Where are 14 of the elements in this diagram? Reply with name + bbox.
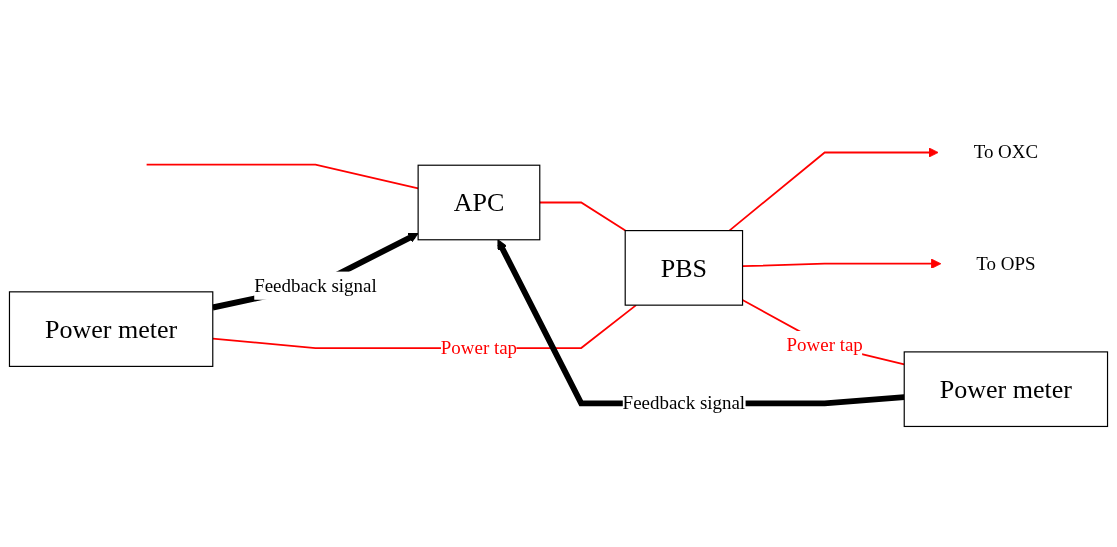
arrow [212,232,419,311]
node-box: Power meter [903,351,1109,428]
node-text: To OPS [976,253,1036,274]
node-box: PBS [624,230,744,306]
arrow [497,239,905,407]
node-box: APC [417,164,541,241]
edge-label: Power tap [786,334,863,355]
node-box: Power meter [8,291,214,367]
edge-label: Power tap [440,337,518,358]
arrow [728,147,939,232]
connector [145,163,419,190]
edge-label: Feedback signal [254,274,377,296]
edge-label: Feedback signal [622,392,746,413]
node-text: To OXC [973,141,1039,162]
